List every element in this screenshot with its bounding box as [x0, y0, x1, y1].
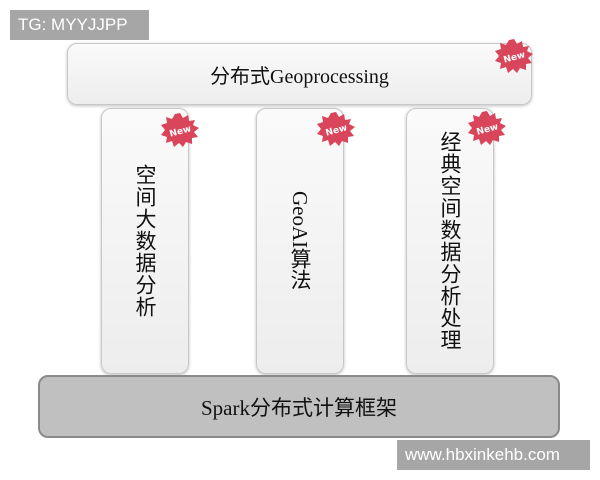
base-layer-box: Spark分布式计算框架: [38, 375, 560, 438]
top-layer-label: 分布式Geoprocessing: [210, 65, 389, 88]
base-layer-label: Spark分布式计算框架: [201, 395, 397, 420]
pillar-spatial-big-data: 空间大数据分析: [101, 108, 189, 374]
new-badge-icon: New: [494, 38, 534, 74]
new-badge-icon: New: [316, 111, 356, 147]
watermark-bottom-right: www.hbxinkehb.com: [397, 440, 590, 470]
watermark-top-left: TG: MYYJJPP: [10, 10, 149, 40]
new-badge-icon: New: [467, 110, 507, 146]
top-layer-box: 分布式Geoprocessing: [67, 43, 532, 105]
pillar-label: GeoAI算法: [288, 191, 312, 291]
pillar-label: 经典空间数据分析处理: [438, 131, 462, 351]
new-badge-icon: New: [160, 112, 200, 148]
pillar-label: 空间大数据分析: [133, 164, 157, 318]
pillar-geoai: GeoAI算法: [256, 108, 344, 374]
pillar-classic-spatial-analysis: 经典空间数据分析处理: [406, 108, 494, 374]
